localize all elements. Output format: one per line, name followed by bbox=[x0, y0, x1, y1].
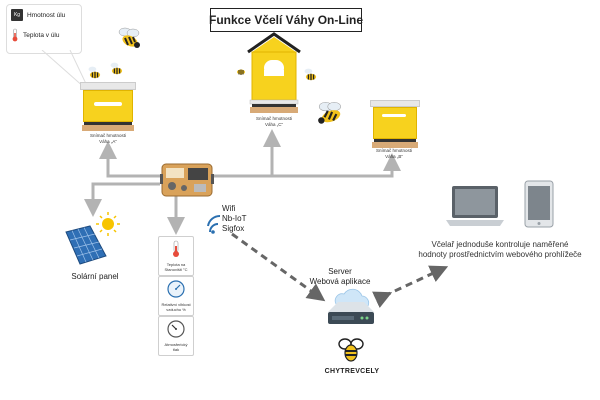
barometer-icon bbox=[167, 320, 185, 338]
sensor-temperature-line1: Teplota na bbox=[166, 262, 186, 268]
sensor-humidity-label: Relativní vlhkost vzduchu % bbox=[160, 303, 192, 313]
scale-a-caption-line2: Váha „A“ bbox=[99, 138, 117, 144]
bubble-tail bbox=[41, 50, 89, 89]
weight-row: Kg Hmotnost úlu bbox=[7, 5, 81, 25]
scale-b-caption: Snímač hmotnosti Váha „B“ bbox=[372, 148, 416, 159]
scale-a-caption: Snímač hmotnosti Váha „A“ bbox=[86, 133, 130, 144]
scale-b-caption-line2: Váha „B“ bbox=[385, 153, 403, 159]
scale-c-caption-line1: Snímač hmotnosti bbox=[255, 116, 292, 121]
tablet-icon bbox=[524, 180, 554, 228]
bee-icon bbox=[118, 27, 140, 48]
humidity-gauge-icon bbox=[167, 280, 185, 298]
page-title: Funkce Včelí Váhy On-Line bbox=[209, 8, 363, 32]
sensor-humidity-line1: Relativní vlhkost bbox=[161, 302, 191, 308]
server-label-line1: Server bbox=[328, 267, 352, 276]
bee-icon bbox=[110, 62, 123, 75]
server-label: Server Webová aplikace bbox=[300, 267, 380, 287]
solar-panel-icon bbox=[65, 212, 120, 265]
network-type-wifi: Wifi bbox=[222, 204, 236, 213]
bee-icon bbox=[318, 102, 341, 124]
sensor-card-humidity: Relativní vlhkost vzduchu % bbox=[158, 276, 194, 316]
arrow-to-scale-a bbox=[99, 141, 160, 178]
scale-b-caption-line1: Snímač hmotnosti bbox=[375, 148, 412, 153]
monitoring-device bbox=[160, 163, 214, 197]
server-label-line2: Webová aplikace bbox=[309, 277, 371, 286]
thermometer-icon bbox=[173, 240, 179, 257]
bee-icon bbox=[88, 66, 101, 79]
arrow-to-solar bbox=[84, 182, 160, 217]
network-type-sigfox: Sigfox bbox=[222, 224, 245, 233]
temperature-label: Teplota v úlu bbox=[23, 31, 60, 39]
sensor-pressure-line2: tlak bbox=[172, 347, 180, 353]
solar-panel-label: Solární panel bbox=[71, 272, 119, 281]
hive-c bbox=[247, 32, 301, 113]
arrow-to-scale-b bbox=[270, 153, 401, 178]
sensor-temperature-line2: Stanovišti °C bbox=[164, 267, 188, 273]
network-type-nbiot: Nb-IoT bbox=[222, 214, 247, 223]
beekeeper-info-text: Včelař jednoduše kontroluje naměřené hod… bbox=[405, 240, 595, 260]
scale-c-caption: Snímač hmotnosti Váha „C“ bbox=[252, 116, 296, 127]
sensor-humidity-line2: vzduchu % bbox=[166, 307, 186, 313]
temperature-row: Teplota v úlu bbox=[7, 25, 81, 45]
bee-icon bbox=[237, 69, 245, 75]
arrow-to-scale-c bbox=[210, 129, 281, 178]
info-text-line1: Včelař jednoduše kontroluje naměřené bbox=[431, 240, 569, 249]
scale-a-caption-line1: Snímač hmotnosti bbox=[89, 133, 126, 138]
network-types: Wifi Nb-IoT Sigfox bbox=[222, 204, 246, 234]
hive-metrics-bubble: Kg Hmotnost úlu Teplota v úlu bbox=[6, 4, 82, 54]
hive-b bbox=[370, 100, 420, 158]
bee-icon bbox=[304, 68, 317, 81]
sensor-card-pressure: Atmosferický tlak bbox=[158, 316, 194, 356]
wireless-signal-icon bbox=[207, 214, 221, 234]
info-text-line2: hodnoty prostřednictvím webového prohlíž… bbox=[418, 250, 582, 259]
dashed-to-server bbox=[231, 232, 326, 302]
weight-icon: Kg bbox=[11, 9, 23, 21]
laptop-icon bbox=[446, 186, 504, 226]
sensor-pressure-label: Atmosferický tlak bbox=[160, 343, 192, 353]
weight-label: Hmotnost úlu bbox=[27, 11, 66, 19]
sensor-card-temperature: Teplota na Stanovišti °C bbox=[158, 236, 194, 276]
brand-name: CHYTREVCELY bbox=[324, 368, 380, 375]
sensor-pressure-line1: Atmosferický bbox=[164, 342, 188, 348]
scale-c-caption-line2: Váha „C“ bbox=[264, 121, 283, 127]
cloud-server-icon bbox=[328, 288, 374, 324]
hive-a bbox=[80, 82, 136, 144]
thermometer-icon bbox=[12, 28, 18, 42]
dashed-server-laptop bbox=[372, 265, 449, 308]
chytrevcely-logo-bee-icon bbox=[338, 338, 364, 362]
sensor-temperature-label: Teplota na Stanovišti °C bbox=[160, 263, 192, 273]
